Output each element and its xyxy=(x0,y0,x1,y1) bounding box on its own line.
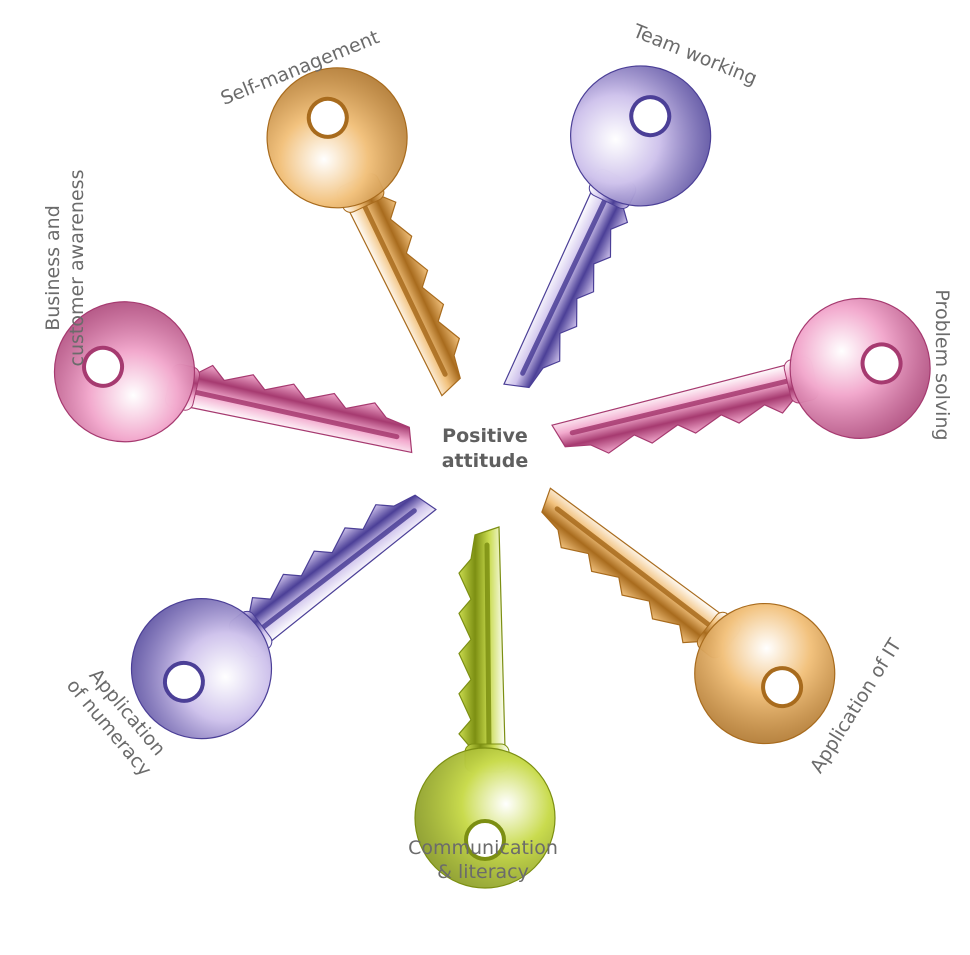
label-line: Problem solving xyxy=(930,195,954,535)
center-label-line2: attitude xyxy=(395,449,575,474)
key-head xyxy=(776,284,944,452)
key-blade xyxy=(459,527,505,748)
key-team-working xyxy=(454,42,735,421)
key-problem-solving xyxy=(539,284,944,507)
label-problem-solving: Problem solving xyxy=(930,195,954,535)
key-blade xyxy=(349,190,479,398)
key-business-customer-awareness xyxy=(41,288,431,507)
key-blade xyxy=(188,362,421,458)
label-line: & literacy xyxy=(313,860,653,884)
key-groove xyxy=(363,202,445,375)
key-blade xyxy=(499,190,634,402)
key-groove xyxy=(487,545,489,748)
key-application-of-numeracy xyxy=(103,442,469,766)
key-blade xyxy=(551,365,798,464)
key-communication-literacy xyxy=(415,527,555,888)
label-line: Business and xyxy=(41,98,65,438)
label-communication-literacy: Communication& literacy xyxy=(313,836,653,884)
label-line: Communication xyxy=(313,836,653,860)
center-label: Positive attitude xyxy=(395,424,575,474)
key-groove xyxy=(259,511,416,630)
center-label-line1: Positive xyxy=(395,424,575,449)
key-groove xyxy=(521,197,608,373)
key-application-of-it xyxy=(499,444,863,772)
key-self-management xyxy=(244,45,518,420)
label-line: customer awareness xyxy=(65,98,89,438)
key-groove xyxy=(557,507,712,629)
